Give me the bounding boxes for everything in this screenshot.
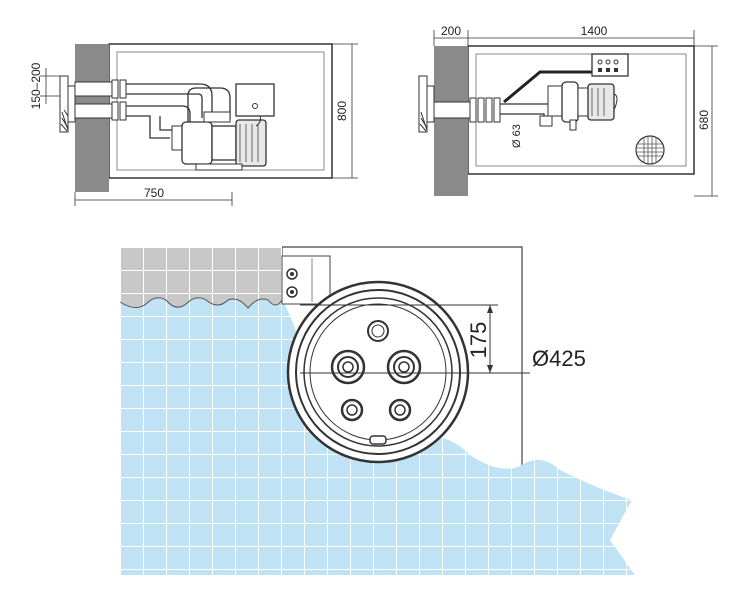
air-knob-icon (367, 320, 389, 342)
dim-depth-label: 150–200 (29, 62, 43, 109)
nozzle-icon (386, 349, 422, 385)
dim-length-2-label: 1400 (581, 24, 608, 38)
pool-water (120, 297, 635, 575)
vent-grille-icon (635, 135, 665, 165)
dim-height-2-label: 680 (697, 110, 711, 130)
nozzle-icon (330, 349, 366, 385)
nozzle-icon (418, 75, 435, 133)
dim-diameter-label: Ø425 (532, 346, 586, 371)
nozzle-icon (59, 75, 76, 133)
pool-deck (120, 247, 282, 308)
wall-bracket (281, 255, 331, 305)
dim-wall-label: 200 (441, 24, 461, 38)
side-view-left: 150–200 800 750 (29, 43, 358, 206)
plate-handle (369, 435, 387, 445)
side-view-right: 200 1400 680 Ø 63 (418, 24, 718, 197)
pump-icon (547, 81, 618, 131)
junction-box-icon (591, 53, 629, 77)
nozzle-icon (340, 398, 364, 422)
pool-wall-2 (434, 46, 468, 196)
housing-outline (282, 246, 523, 466)
dim-length-label: 750 (144, 186, 164, 200)
junction-box-icon (235, 83, 275, 127)
dim-pipe-label: Ø 63 (511, 124, 523, 148)
pump-icon (171, 111, 267, 171)
dim-height-label: 800 (335, 101, 349, 121)
plan-view: 175 Ø425 (119, 246, 635, 575)
nozzle-icon (388, 398, 412, 422)
dim-offset-label: 175 (466, 322, 491, 359)
